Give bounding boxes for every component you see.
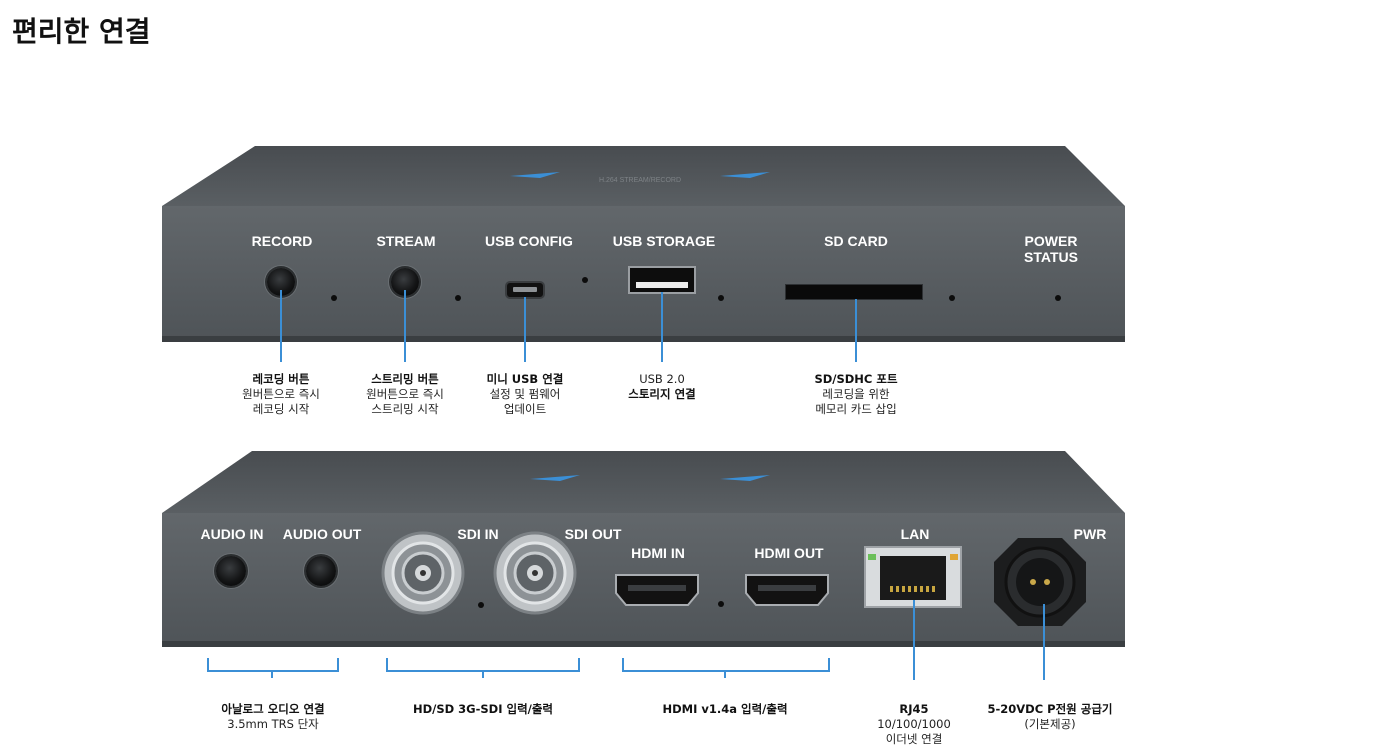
- usb-config-callout: 미니 USB 연결 설정 및 펌웨어 업데이트: [486, 372, 564, 416]
- power-status-label: POWER STATUS: [1012, 233, 1090, 265]
- audio-out-jack[interactable]: [306, 556, 336, 586]
- usb-storage-port[interactable]: [628, 266, 696, 294]
- stream-led: [455, 295, 461, 301]
- record-callout-line: [280, 290, 282, 362]
- sdi-in-label: SDI IN: [457, 526, 499, 542]
- usb-storage-label: USB STORAGE: [612, 233, 716, 249]
- pwr-callout: 5-20VDC P전원 공급기 (기본제공): [987, 702, 1113, 731]
- record-label: RECORD: [251, 233, 313, 249]
- audio-bracket: [207, 658, 339, 672]
- sd-card-callout: SD/SDHC 포트 레코딩을 위한 메모리 카드 삽입: [814, 372, 898, 416]
- rear-device-body: [162, 451, 1125, 647]
- rear-panel-device: [160, 445, 1140, 655]
- stream-callout: 스트리밍 버튼 원버튼으로 즉시 스트리밍 시작: [366, 372, 444, 416]
- svg-text:H.264 STREAM/RECORD: H.264 STREAM/RECORD: [599, 177, 681, 184]
- lan-callout: RJ45 10/100/1000 이더넷 연결: [877, 702, 951, 746]
- audio-bracket-stem: [271, 670, 273, 678]
- record-led: [331, 295, 337, 301]
- hdmi-out-port[interactable]: [744, 573, 830, 607]
- hdmi-led: [718, 601, 724, 607]
- record-callout: 레코딩 버튼 원버튼으로 즉시 레코딩 시작: [242, 372, 320, 416]
- usb-storage-callout: USB 2.0 스토리지 연결: [628, 372, 696, 401]
- audio-in-jack[interactable]: [216, 556, 246, 586]
- stream-callout-line: [404, 290, 406, 362]
- hdmi-in-label: HDMI IN: [631, 545, 685, 561]
- power-status-led: [1055, 295, 1061, 301]
- mini-usb-port[interactable]: [507, 283, 543, 297]
- power-label-line2: STATUS: [1024, 249, 1078, 265]
- usb-config-callout-line: [524, 297, 526, 362]
- usb-config-label: USB CONFIG: [485, 233, 573, 249]
- sd-card-slot[interactable]: [786, 285, 922, 299]
- sdi-callout: HD/SD 3G-SDI 입력/출력: [412, 702, 554, 716]
- lan-callout-line: [913, 600, 915, 680]
- pwr-callout-line: [1043, 604, 1045, 680]
- hdmi-out-label: HDMI OUT: [754, 545, 824, 561]
- audio-in-label: AUDIO IN: [200, 526, 264, 542]
- sdi-out-connector[interactable]: [492, 530, 578, 616]
- usb-config-led: [582, 277, 588, 283]
- sd-card-callout-line: [855, 299, 857, 362]
- sd-card-led: [949, 295, 955, 301]
- lan-port[interactable]: [864, 546, 962, 608]
- sdi-out-label: SDI OUT: [564, 526, 622, 542]
- stream-label: STREAM: [376, 233, 436, 249]
- power-connector[interactable]: [990, 534, 1090, 630]
- power-label-line1: POWER: [1024, 233, 1078, 249]
- page-title: 편리한 연결: [12, 15, 151, 48]
- usb-storage-callout-line: [661, 292, 663, 362]
- pwr-label: PWR: [1073, 526, 1107, 542]
- usb-storage-led: [718, 295, 724, 301]
- hdmi-bracket: [622, 658, 830, 672]
- hdmi-callout: HDMI v1.4a 입력/출력: [662, 702, 788, 716]
- audio-callout: 아날로그 오디오 연결 3.5mm TRS 단자: [221, 702, 325, 731]
- hdmi-in-port[interactable]: [614, 573, 700, 607]
- sdi-bracket-stem: [482, 670, 484, 678]
- sdi-led: [478, 602, 484, 608]
- lan-label: LAN: [900, 526, 930, 542]
- hdmi-bracket-stem: [724, 670, 726, 678]
- audio-out-label: AUDIO OUT: [282, 526, 362, 542]
- sd-card-label: SD CARD: [824, 233, 888, 249]
- sdi-in-connector[interactable]: [380, 530, 466, 616]
